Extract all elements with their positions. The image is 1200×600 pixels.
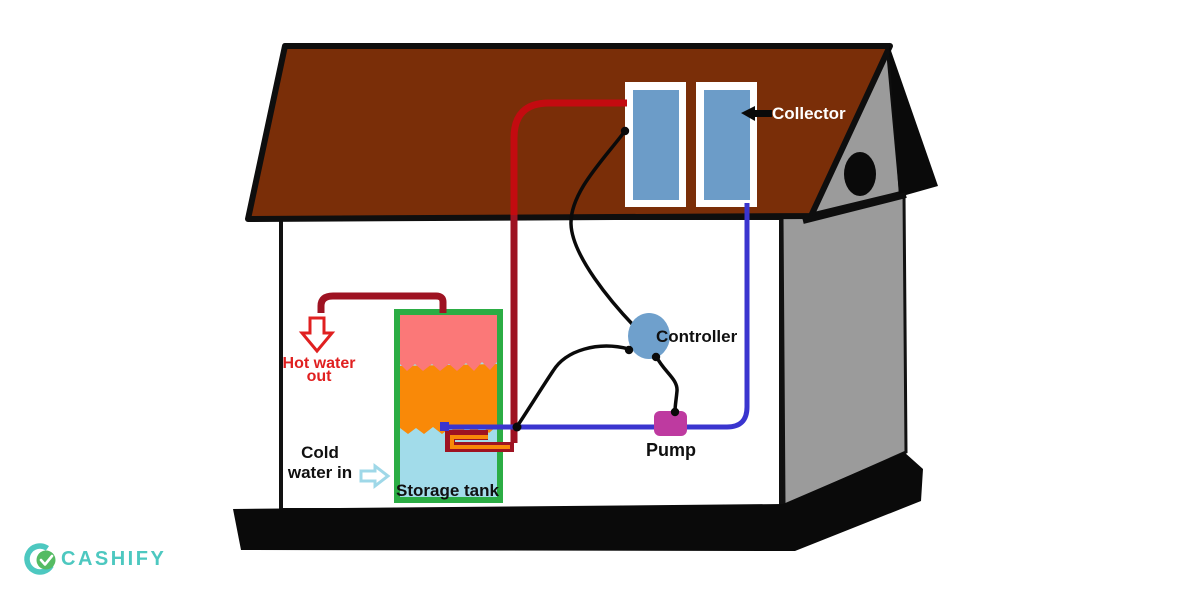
tank-outline [394, 309, 503, 503]
house-roof-far-slope [889, 45, 938, 197]
hot-water-out-arrow-icon [298, 316, 336, 354]
gable-eave-line [802, 192, 907, 224]
controller-node [628, 313, 670, 359]
hot-water-out-pipe [317, 292, 447, 313]
house-front-wall [279, 216, 783, 512]
controller-label: Controller [656, 327, 738, 346]
hot-water-out-label: Hot water out [282, 355, 356, 385]
hot-pipe-roof-segment [510, 99, 627, 218]
tank-sensor-dot [512, 422, 522, 432]
collector-sensor-wire [569, 129, 636, 328]
controller-left-dot [624, 345, 634, 355]
cold-pipe-tank-inlet [440, 422, 449, 431]
tank-sensor-wire [516, 344, 630, 426]
storage-tank-label: Storage tank [396, 481, 499, 500]
collector-panel-left [633, 90, 679, 200]
logo-check-circle [36, 550, 56, 570]
cashify-logo-icon [24, 543, 56, 575]
pump-label: Pump [645, 440, 696, 460]
collector-label: Collector [772, 104, 846, 123]
controller-bottom-dot [651, 352, 661, 362]
house-roof [245, 43, 893, 222]
logo-check-icon [39, 554, 54, 566]
collector-panel-right [704, 90, 750, 200]
gable-window [844, 152, 876, 196]
collector-pointer-arrow-icon [741, 106, 772, 121]
collector-sensor-dot [620, 126, 630, 136]
tank-hot-water-layer [400, 315, 497, 371]
cold-pipe [444, 203, 750, 430]
tank-warm-water-layer [400, 364, 497, 435]
tank-heat-exchanger-coil-core [450, 435, 510, 449]
pump-control-wire [654, 355, 679, 413]
cashify-brand-text: CASHIFY [61, 548, 167, 570]
cold-water-in-label: Cold water in [287, 443, 353, 482]
pump-node [654, 411, 687, 436]
cold-water-in-arrow-icon [359, 462, 391, 490]
pump-wire-dot [670, 407, 680, 417]
house-foundation [233, 452, 923, 551]
